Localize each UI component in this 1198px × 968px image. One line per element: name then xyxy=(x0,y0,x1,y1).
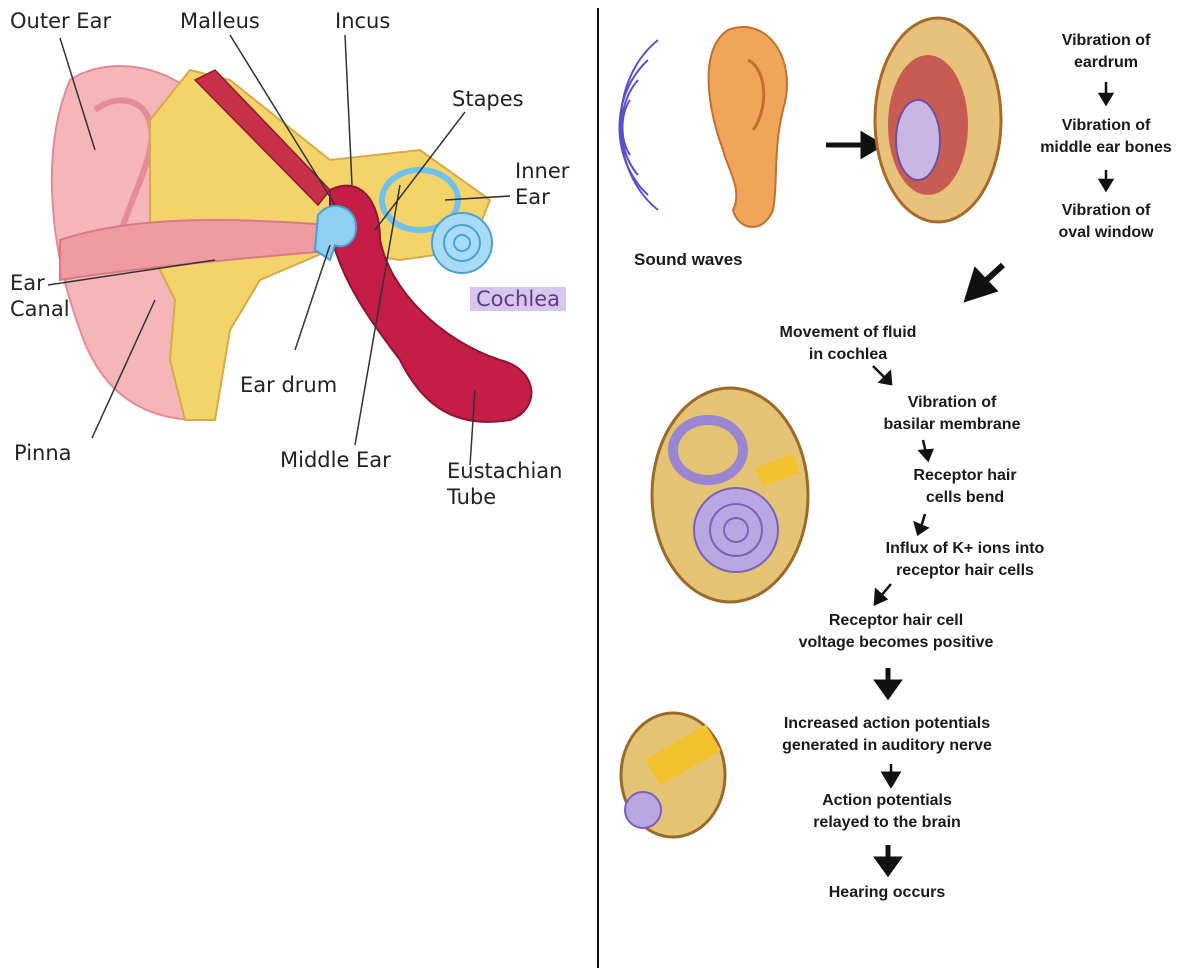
arrow-down-left-icon xyxy=(968,265,1003,298)
sound-waves-label: Sound waves xyxy=(634,249,743,272)
arrow-down-icon xyxy=(920,440,932,460)
label-cochlea: Cochlea xyxy=(470,286,566,312)
cochlea-shape xyxy=(432,213,492,273)
label-stapes: Stapes xyxy=(452,86,524,112)
flow-step: Increased action potentials generated in… xyxy=(742,713,1032,756)
flow-step: Hearing occurs xyxy=(782,882,992,904)
cochlea-label-text: Cochlea xyxy=(470,287,566,311)
bold-arrows xyxy=(878,668,898,873)
ear-anatomy-illustration xyxy=(0,0,600,520)
flow-step: Action potentials relayed to the brain xyxy=(782,790,992,833)
arrow-down-icon xyxy=(1100,82,1112,104)
flow-step: Vibration of eardrum xyxy=(1032,30,1180,73)
arrow-right-icon xyxy=(826,135,880,155)
label-middle-ear: Middle Ear xyxy=(280,447,391,473)
flow-step: Movement of fluid in cochlea xyxy=(748,322,948,365)
flow-step: Vibration of oval window xyxy=(1032,200,1180,243)
flow-step: Influx of K+ ions into receptor hair cel… xyxy=(845,538,1085,581)
arrow-down-left-icon xyxy=(875,584,891,604)
arrow-down-bold-icon xyxy=(878,845,898,873)
outer-ear-icon xyxy=(709,27,787,227)
arrow-down-right-icon xyxy=(873,366,891,384)
arrow-down-icon xyxy=(1100,170,1112,190)
label-malleus: Malleus xyxy=(180,8,260,34)
flow-step: Receptor hair cell voltage becomes posit… xyxy=(756,610,1036,653)
label-eustachian-tube: Eustachian Tube xyxy=(447,458,563,511)
sound-waves-icon xyxy=(620,40,659,210)
label-inner-ear: Inner Ear xyxy=(515,158,569,211)
flow-step: Receptor hair cells bend xyxy=(870,465,1060,508)
label-ear-canal: Ear Canal xyxy=(10,270,70,323)
label-pinna: Pinna xyxy=(14,440,72,466)
label-incus: Incus xyxy=(335,8,390,34)
flow-step: Vibration of basilar membrane xyxy=(852,392,1052,435)
arrow-down-left-icon xyxy=(915,514,927,534)
flow-step: Vibration of middle ear bones xyxy=(1032,115,1180,158)
label-outer-ear: Outer Ear xyxy=(10,8,111,34)
arrow-down-icon xyxy=(885,764,897,784)
label-ear-drum: Ear drum xyxy=(240,372,337,398)
arrow-down-bold-icon xyxy=(878,668,898,696)
